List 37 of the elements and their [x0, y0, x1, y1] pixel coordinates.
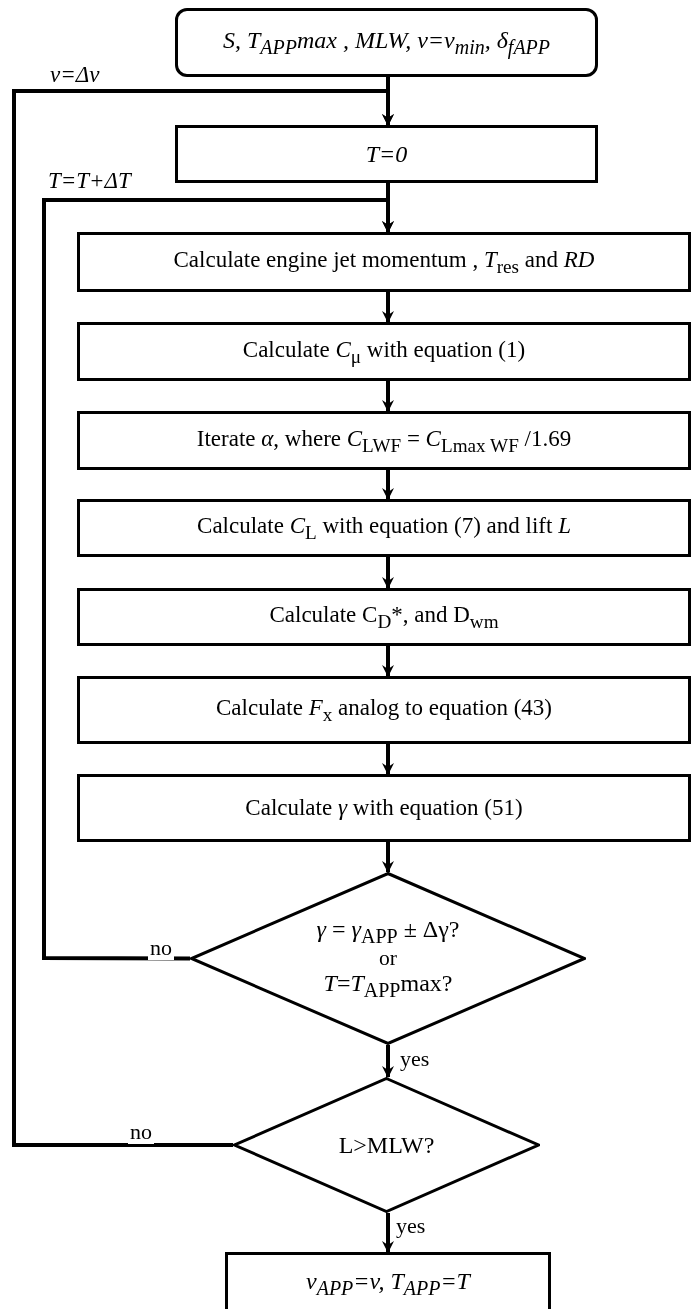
arrow — [382, 557, 394, 589]
step-text: Calculate γ with equation (51) — [245, 795, 523, 821]
arrow — [12, 89, 394, 1147]
arrow — [382, 1213, 394, 1253]
condition-text: γ = γ$_{APP}$ ± Δγ? — [316, 915, 460, 947]
process-box — [77, 232, 691, 292]
process-box — [77, 676, 691, 744]
condition-text: T=T$_{APP}$max? — [323, 970, 453, 1002]
process-box — [77, 588, 691, 646]
decision-diamond — [233, 1077, 540, 1213]
step-text: Calculate F$_{x}$ analog to equation (43) — [216, 695, 552, 725]
arrow — [382, 842, 394, 873]
step-text: Calculate C$_{D}$*, and D$_{wm}$ — [269, 602, 499, 632]
step-text: Iterate α, where C$_{LWF}$ = C$_{Lmax WF}$ /1.69 — [196, 425, 572, 456]
condition-text: L>MLW? — [338, 1131, 435, 1159]
step-text: Calculate C$_{μ}$ with equation (1) — [242, 336, 526, 367]
step-text: S, T$_{APP}$max , MLW, v=v$_{min}$, δ$_{fAPP}$ — [222, 27, 551, 58]
step-text: v$_{APP}$=v, T$_{APP}$=T — [306, 1267, 470, 1299]
decision-diamond — [190, 872, 586, 1045]
arrow — [382, 1045, 394, 1078]
process-box — [77, 411, 691, 470]
input-box — [175, 8, 598, 77]
process-box — [77, 499, 691, 557]
process-box — [175, 125, 598, 183]
arrow — [42, 198, 394, 961]
arrow — [382, 646, 394, 677]
process-box — [77, 322, 691, 381]
step-text: Calculate engine jet momentum , T$_{res}$ and RD — [173, 247, 595, 277]
arrow — [382, 744, 394, 775]
output-box — [225, 1252, 551, 1309]
step-text: Calculate C$_{L}$ with equation (7) and lift L — [197, 513, 571, 543]
step-text: T=0 — [365, 140, 408, 168]
arrow — [382, 381, 394, 412]
arrow — [382, 292, 394, 323]
arrow — [382, 470, 394, 500]
connector-word: or — [379, 946, 397, 971]
process-box — [77, 774, 691, 842]
